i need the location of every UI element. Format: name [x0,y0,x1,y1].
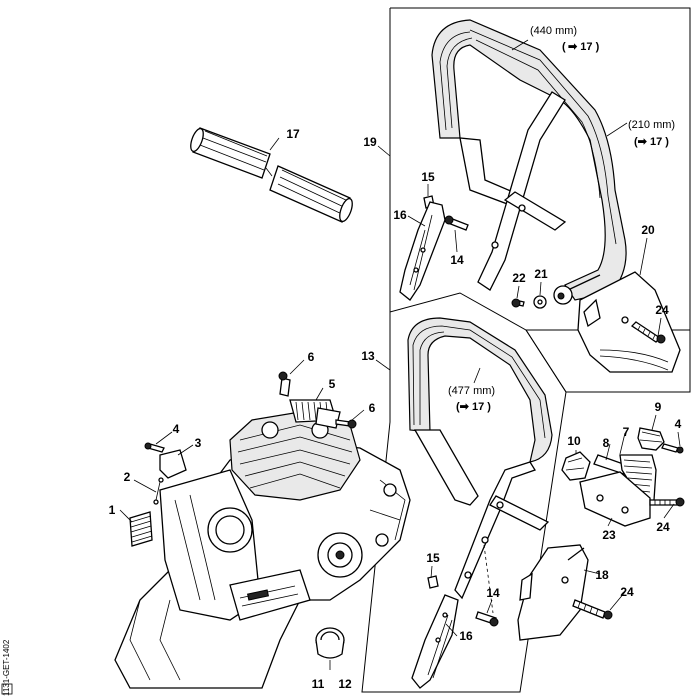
rear-handle-bracket-part [577,271,681,373]
arrow-icon: ➡ [460,401,470,413]
label-5: 5 [329,377,336,391]
arrow-icon: ➡ [638,136,648,148]
label-24-bottom: 24 [620,585,634,599]
svg-text:(: ( [562,41,566,53]
lower-handlebar-part [407,317,553,614]
length-annotation-440: (440 mm) [530,25,577,37]
label-18: 18 [595,568,609,582]
ref-arrow-477: (➡ 17 ) [456,401,491,413]
label-16-bottom: 16 [459,629,473,643]
length-annotation-210: (210 mm) [628,119,675,131]
label-15-bottom: 15 [426,551,440,565]
label-13: 13 [361,349,375,363]
label-6-top: 6 [308,350,315,364]
upper-handlebar-part [431,19,627,305]
label-24-mid: 24 [656,520,670,534]
label-19: 19 [363,135,377,149]
label-7: 7 [623,425,630,439]
label-22: 22 [512,271,526,285]
label-16-top: 16 [393,208,407,222]
label-23: 23 [602,528,616,542]
lower-small-parts [411,575,499,689]
label-2: 2 [124,470,131,484]
label-10: 10 [567,434,581,448]
label-24-top: 24 [655,303,669,317]
upper-small-parts [399,195,666,344]
chainsaw-housing [114,411,411,689]
label-15-top: 15 [421,170,435,184]
label-9: 9 [655,400,662,414]
label-1: 1 [109,503,116,517]
lower-handle-bracket-part [517,544,613,641]
lower-handlebar-panel-outline [361,312,567,693]
leader-lines [119,39,681,670]
label-11: 11 [312,677,325,691]
label-14-bottom: 14 [486,586,500,600]
drawing-code: 1131-GET-1402 [2,639,11,696]
label-6-right: 6 [369,401,376,415]
label-3: 3 [195,436,202,450]
label-8: 8 [603,436,610,450]
filler-cap-part [315,627,345,659]
label-21: 21 [534,267,548,281]
ref-arrow-210: (➡ 17 ) [634,136,669,148]
label-12: 12 [338,677,352,691]
label-4-right: 4 [675,417,682,431]
drawing-code-box [1,683,13,695]
ref-arrow-440: ➡ 17 ) [568,41,600,53]
label-14-top: 14 [450,253,464,267]
grip-hose-part [190,127,353,223]
left-small-parts [129,371,357,547]
arrow-icon: ➡ [568,41,578,53]
anti-vibration-assembly [561,427,685,527]
label-20: 20 [641,223,655,237]
label-4-left: 4 [173,422,180,436]
label-17: 17 [286,127,300,141]
length-annotation-477: (477 mm) [448,385,495,397]
